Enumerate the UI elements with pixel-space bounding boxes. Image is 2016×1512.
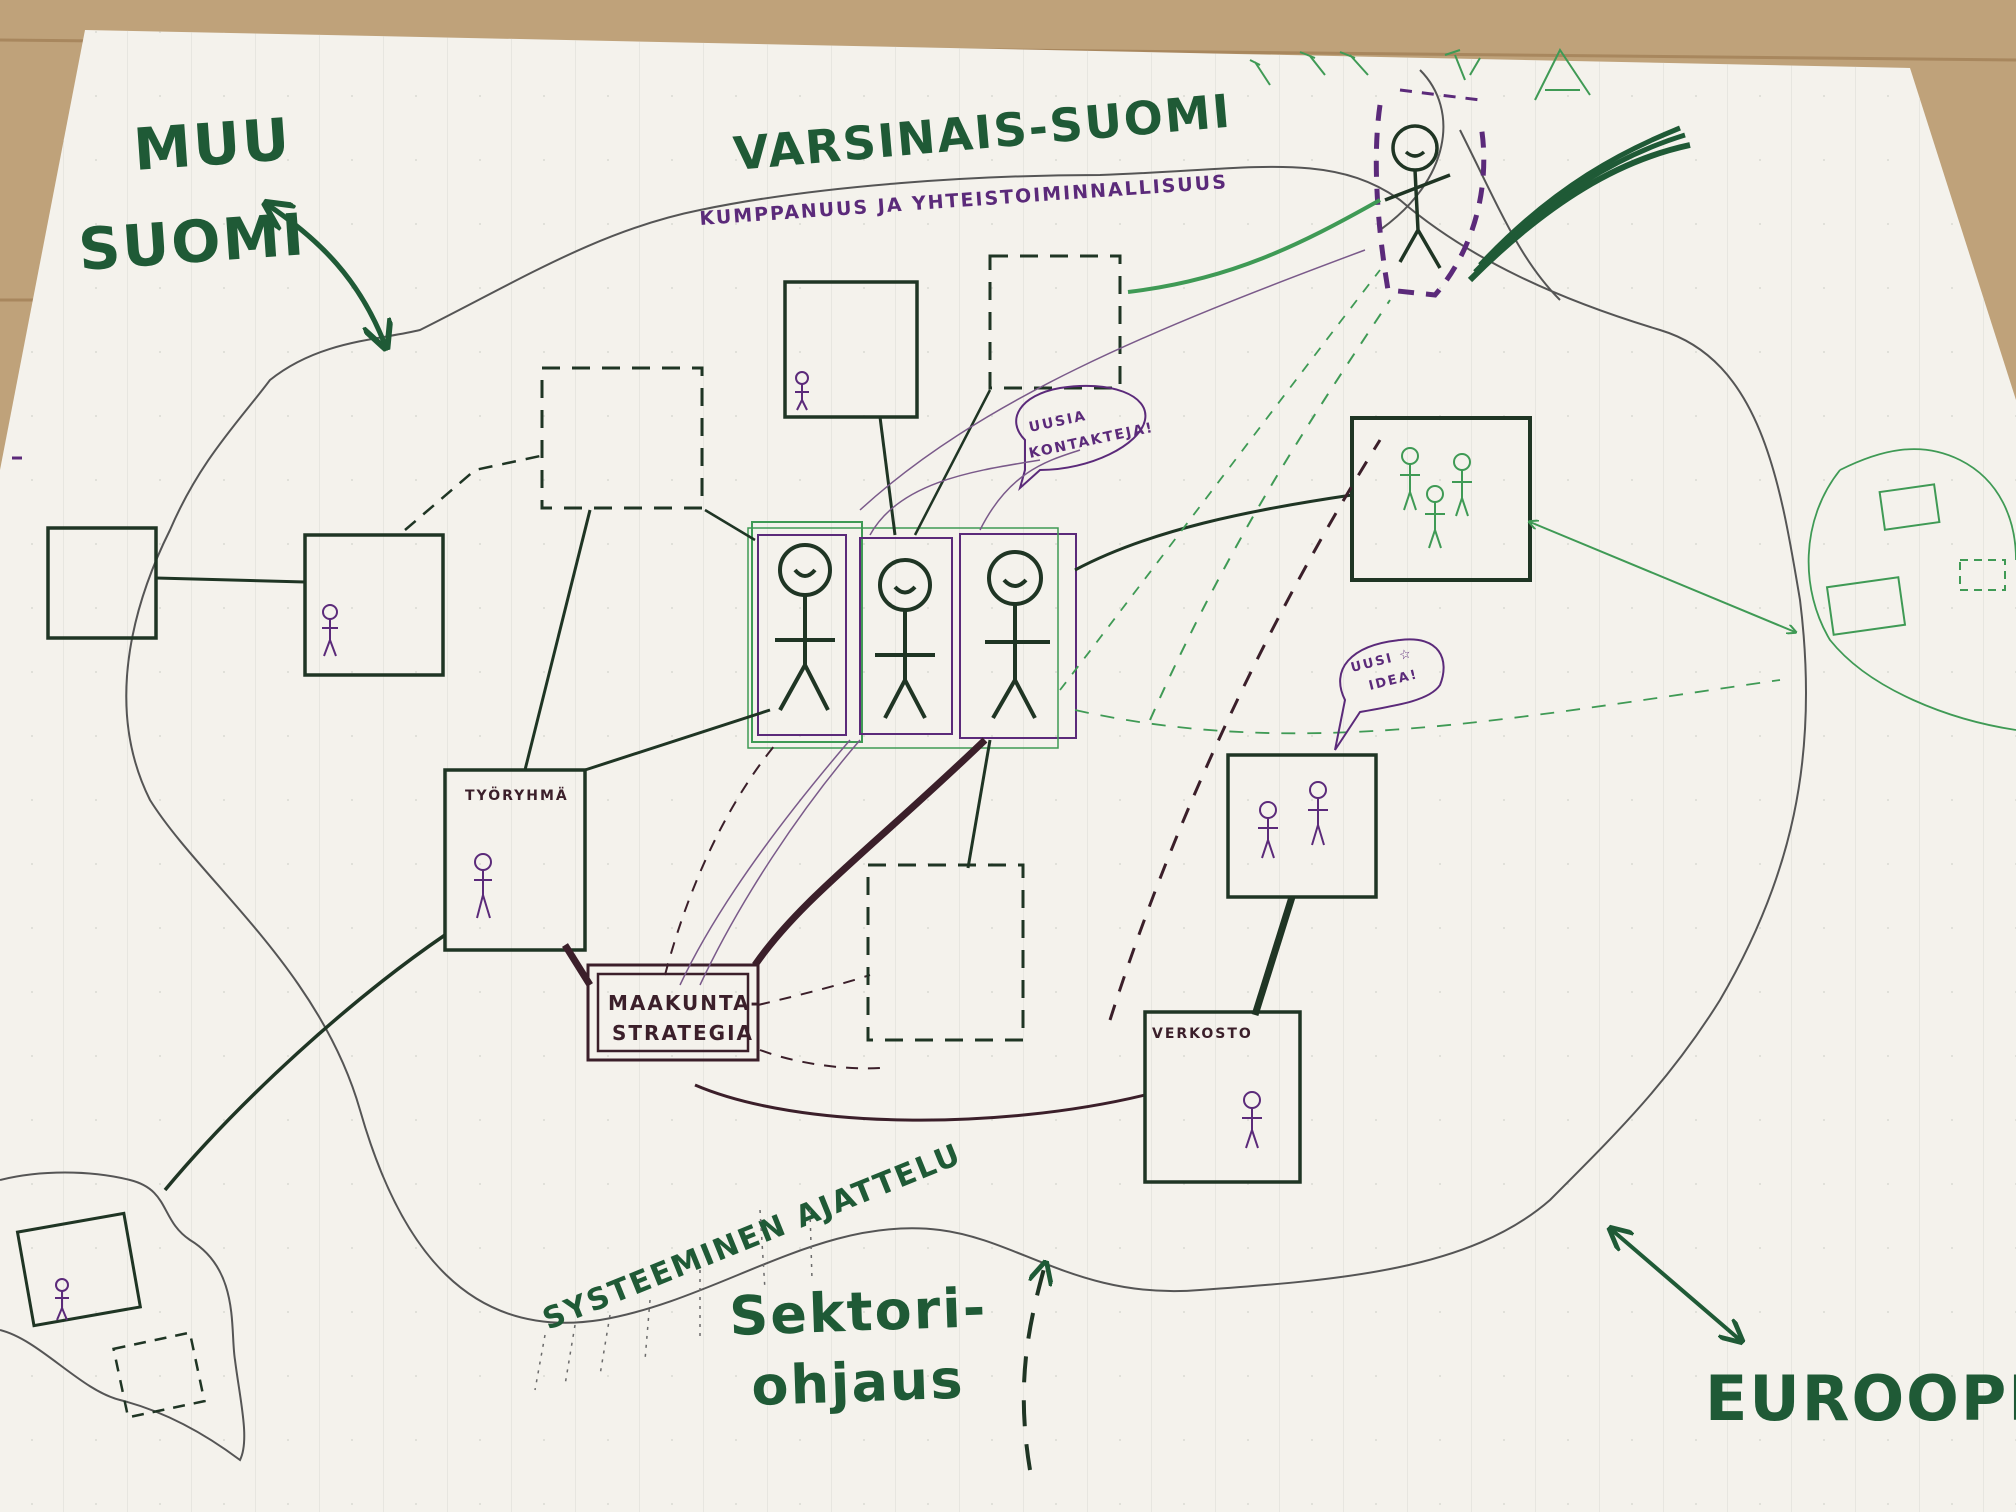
dashed-box xyxy=(866,863,1025,1042)
stick-figure-icon xyxy=(875,558,935,719)
double-arrow-icon xyxy=(268,205,385,345)
stick-figure-icon xyxy=(1384,124,1451,269)
central-team xyxy=(747,521,1077,749)
left-island xyxy=(0,1171,246,1462)
box-left-figure xyxy=(303,533,445,677)
network-box: VERKOSTO xyxy=(1143,1010,1302,1184)
box-top-figure xyxy=(783,280,919,419)
region-outline xyxy=(125,165,1808,1324)
europe-label: EUROOPPA xyxy=(1705,1362,2016,1435)
dashed-box xyxy=(112,1331,206,1419)
dashed-box xyxy=(988,254,1122,390)
sector-label-line1: Sektori- xyxy=(728,1276,988,1348)
box-two-figures xyxy=(1226,753,1378,899)
island-right-boxes xyxy=(1825,483,2006,636)
double-arrow-icon xyxy=(1612,1230,1740,1340)
strategy-label-line2: STRATEGIA xyxy=(612,1021,754,1045)
upward-arrow xyxy=(1021,1265,1045,1471)
strategy-box: MAAKUNTA- STRATEGIA xyxy=(586,963,761,1062)
box-green-group xyxy=(1350,416,1532,582)
stick-figure-icon xyxy=(985,550,1050,720)
strategy-label-line1: MAAKUNTA- xyxy=(608,991,761,1015)
box-outside-left xyxy=(46,526,158,640)
working-group-label: TYÖRYHMÄ xyxy=(465,786,569,804)
sector-label-line2: ohjaus xyxy=(750,1348,965,1418)
doodles-top xyxy=(1249,48,1591,101)
box-island xyxy=(15,1211,143,1328)
network-label: VERKOSTO xyxy=(1152,1026,1253,1042)
label-muu: MUU xyxy=(131,105,293,184)
working-group-box: TYÖRYHMÄ xyxy=(443,768,587,952)
stick-figure-icon xyxy=(775,543,835,711)
